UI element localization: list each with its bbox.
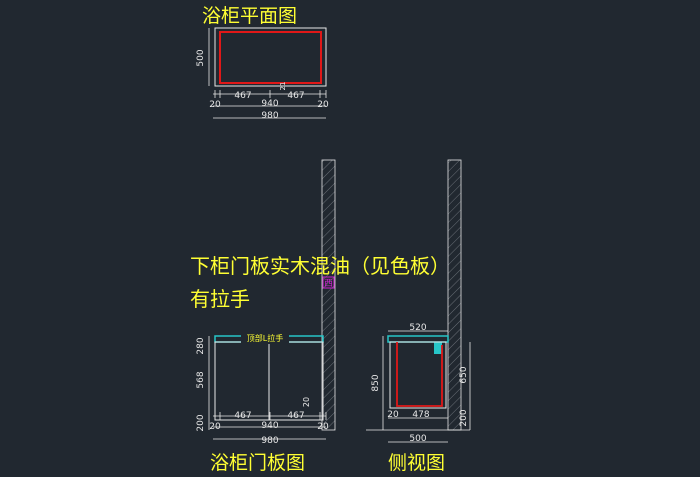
side-dim-left: 850 xyxy=(371,374,381,391)
plan-red-outline xyxy=(219,31,322,84)
side-cabinet-outline xyxy=(389,341,447,409)
door-dim-right-edge: 20 xyxy=(317,422,329,432)
door-elevation-view: 顶部L拉手 280 568 200 20 20 467 467 20 940 9… xyxy=(196,332,329,446)
door-dim-height: 568 xyxy=(196,371,206,388)
door-material-note: 下柜门板实木混油（见色板） xyxy=(190,254,450,278)
plan-dim-center: 940 xyxy=(261,99,278,109)
plan-outer-outline xyxy=(214,27,327,87)
door-dim-center: 940 xyxy=(261,421,278,431)
side-red-carcass-line xyxy=(396,342,443,407)
plan-height-dim: 500 xyxy=(196,49,206,66)
plan-dim-left-panel: 467 xyxy=(234,91,251,101)
side-top-cyan-band xyxy=(387,335,449,343)
left-wall-hatched xyxy=(321,159,336,431)
door-inner-small-dim: 20 xyxy=(302,397,311,407)
plan-dim-total: 980 xyxy=(261,111,278,121)
side-dim-bottom-right: 200 xyxy=(459,409,469,426)
door-handle-label-bg xyxy=(241,332,289,344)
plan-dim-right-panel: 467 xyxy=(287,91,304,101)
side-dim-bottom-edge: 20 xyxy=(387,410,399,420)
plan-view-title: 浴柜平面图 xyxy=(202,5,298,27)
door-dim-left-panel: 467 xyxy=(234,411,251,421)
door-handle-label: 顶部L拉手 xyxy=(247,333,283,343)
wall-tag-label: 西 xyxy=(324,278,333,289)
side-dim-depth: 500 xyxy=(409,434,426,444)
right-wall-hatched xyxy=(447,159,462,431)
plan-view: 500 20 467 467 20 940 980 21 xyxy=(196,27,329,121)
door-dim-total: 980 xyxy=(261,436,278,446)
plan-dim-left-edge: 20 xyxy=(209,100,221,110)
door-elevation-title: 浴柜门板图 xyxy=(210,452,306,474)
side-view-title: 侧视图 xyxy=(388,452,446,474)
door-dim-top-band: 280 xyxy=(196,337,206,354)
door-dim-right-panel: 467 xyxy=(287,411,304,421)
side-handle-cyan xyxy=(434,342,442,354)
side-dim-right: 650 xyxy=(459,366,469,383)
side-dim-top: 520 xyxy=(409,323,426,333)
side-dim-bottom-inner: 478 xyxy=(412,410,429,420)
door-handle-note: 有拉手 xyxy=(190,287,250,311)
plan-inner-small-dim: 21 xyxy=(279,82,287,91)
door-dim-left-edge: 20 xyxy=(209,422,221,432)
plan-dim-right-edge: 20 xyxy=(317,100,329,110)
door-dim-base: 200 xyxy=(196,414,206,431)
side-view: 520 850 650 200 20 478 500 xyxy=(366,323,471,444)
wall-tag-box xyxy=(322,276,335,289)
